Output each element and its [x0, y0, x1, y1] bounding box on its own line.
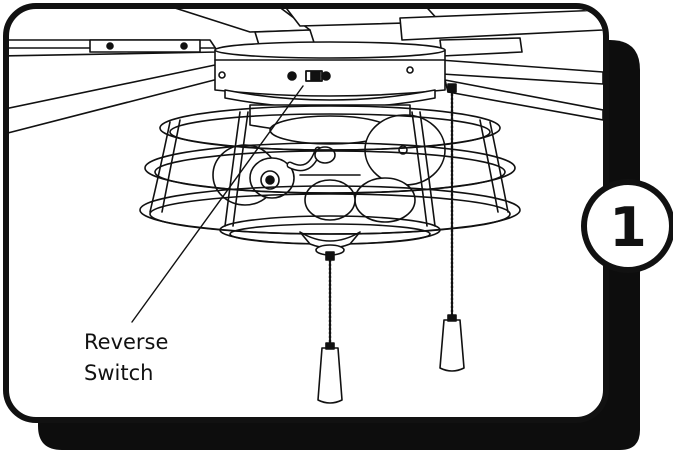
callout-label-line2: Switch [84, 361, 153, 385]
reverse-switch [288, 71, 330, 81]
step-badge: 1 [584, 182, 672, 270]
step-number: 1 [609, 196, 647, 259]
callout-label-line1: Reverse [84, 330, 168, 354]
